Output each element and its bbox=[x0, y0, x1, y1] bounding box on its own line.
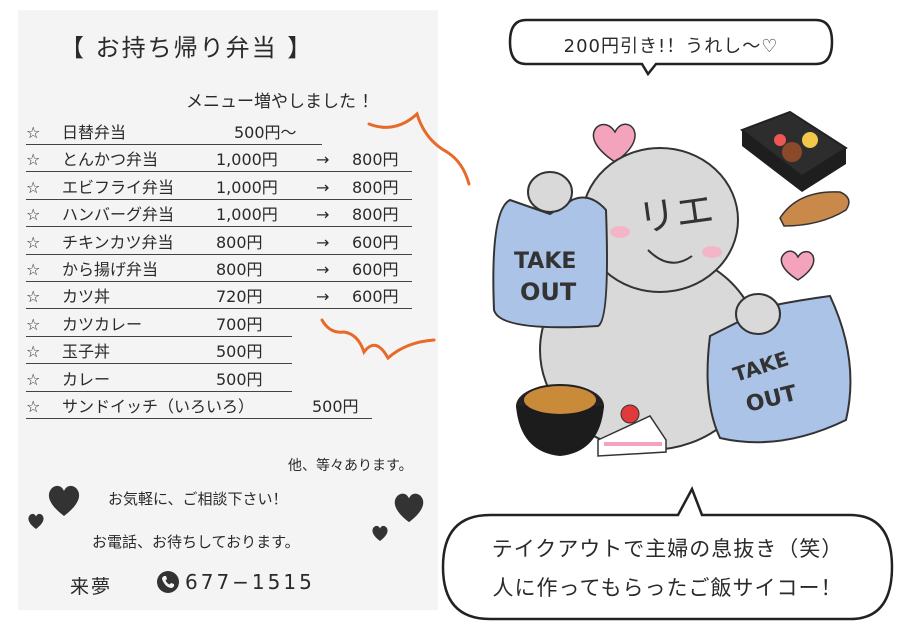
menu-item: ☆ 玉子丼 500円 bbox=[26, 341, 292, 365]
menu-item-star: ☆ bbox=[26, 314, 41, 334]
menu-item-price: 700円 bbox=[216, 314, 263, 334]
menu-item-new-price: 600円 bbox=[352, 232, 399, 252]
menu-item: ☆ 日替弁当 500円～ bbox=[26, 122, 322, 145]
menu-item-name: カツ丼 bbox=[62, 287, 111, 307]
takeout-flyer bbox=[18, 10, 438, 610]
bento-food bbox=[774, 134, 786, 146]
menu-item-new-price: 600円 bbox=[352, 260, 399, 279]
phone-icon bbox=[157, 571, 179, 593]
menu-item-star: ☆ bbox=[26, 397, 41, 416]
menu-item-price: 500円 bbox=[312, 397, 359, 416]
menu-item-arrow: → bbox=[316, 150, 330, 170]
speech-bubble-bottom bbox=[441, 486, 894, 621]
menu-item-price: 1,000円 bbox=[216, 205, 278, 225]
menu-item-star: ☆ bbox=[26, 232, 41, 252]
menu-item-name: から揚げ弁当 bbox=[62, 260, 159, 279]
heart-icon bbox=[592, 123, 636, 163]
menu-item-name: エビフライ弁当 bbox=[62, 177, 175, 197]
menu-item-price: 1,000円 bbox=[216, 150, 278, 170]
menu-item-arrow: → bbox=[316, 232, 330, 252]
orange-swoosh bbox=[367, 111, 471, 186]
menu-item: ☆ カレー 500円 bbox=[26, 369, 292, 392]
menu-item-name: カツカレー bbox=[62, 314, 143, 334]
takeout-bag-left bbox=[492, 196, 608, 329]
menu-item: ☆ とんかつ弁当 1,000円 → 800円 bbox=[26, 149, 412, 173]
flyer-subtitle: メニュー増やしました ！ bbox=[186, 92, 379, 112]
menu-item-star: ☆ bbox=[26, 123, 41, 142]
menu-item-price: 800円 bbox=[216, 232, 263, 252]
menu-item-star: ☆ bbox=[26, 342, 41, 362]
figure-cheek bbox=[702, 246, 722, 258]
menu-item: ☆ カツカレー 700円 bbox=[26, 314, 292, 337]
shop-name: 来夢 bbox=[70, 576, 113, 598]
menu-item-price: 800円 bbox=[216, 260, 263, 279]
strawberry-icon bbox=[620, 404, 640, 424]
heart-icon bbox=[394, 493, 424, 523]
heart-icon bbox=[28, 513, 44, 529]
bento-box-side bbox=[742, 130, 846, 192]
flyer-message-call: お電話、お待ちしております。 bbox=[92, 533, 300, 551]
menu-item-star: ☆ bbox=[26, 260, 41, 279]
menu-item-price: 500円～ bbox=[234, 123, 297, 142]
heart-icon bbox=[372, 525, 388, 541]
speech-bubble-bottom-line2: 人に作ってもらったご飯サイコー！ bbox=[492, 576, 843, 600]
menu-item-arrow: → bbox=[316, 205, 330, 225]
flyer-etc-note: 他、等々あります。 bbox=[288, 458, 413, 474]
bag-left-out-text: OUT bbox=[520, 278, 577, 306]
menu-item-star: ☆ bbox=[26, 150, 41, 170]
menu-item-new-price: 800円 bbox=[352, 205, 399, 225]
menu-item-price: 720円 bbox=[216, 287, 263, 307]
bread-icon bbox=[779, 191, 850, 227]
katsudon-bowl-body bbox=[516, 406, 604, 456]
menu-item: ☆ カツ丼 720円 → 600円 bbox=[26, 286, 412, 310]
menu-item-price: 500円 bbox=[216, 342, 263, 362]
menu-item-star: ☆ bbox=[26, 287, 41, 307]
heart-icon bbox=[780, 250, 815, 281]
bag-left-take-text: TAKE bbox=[514, 249, 576, 274]
speech-bubble-top bbox=[508, 18, 834, 76]
menu-item-star: ☆ bbox=[26, 369, 41, 389]
figure-hand bbox=[527, 171, 573, 213]
menu-item-name: サンドイッチ（いろいろ） bbox=[62, 397, 255, 416]
menu-item-arrow: → bbox=[316, 260, 330, 279]
bento-food bbox=[782, 142, 802, 162]
menu-item-name: ハンバーグ弁当 bbox=[62, 205, 175, 225]
cake-layer bbox=[604, 442, 662, 446]
phone-number: 677−1515 bbox=[185, 570, 315, 594]
menu-item-name: とんかつ弁当 bbox=[62, 150, 159, 170]
bento-food bbox=[802, 132, 818, 148]
menu-item: ☆ ハンバーグ弁当 1,000円 → 800円 bbox=[26, 204, 412, 228]
menu-item: ☆ から揚げ弁当 800円 → 600円 bbox=[26, 259, 412, 282]
heart-icon bbox=[48, 485, 80, 516]
flyer-message-consult: お気軽に、ご相談下さい！ bbox=[108, 490, 288, 508]
menu-item: ☆ サンドイッチ（いろいろ） 500円 bbox=[26, 396, 372, 419]
figure-smile bbox=[647, 249, 693, 264]
menu-item-arrow: → bbox=[316, 287, 330, 307]
orange-swoosh bbox=[320, 318, 436, 361]
menu-item-price: 1,000円 bbox=[216, 177, 278, 197]
speech-bubble-bottom-line1: テイクアウトで主婦の息抜き（笑） bbox=[491, 537, 844, 561]
takeout-bag-right bbox=[706, 294, 852, 444]
menu-item-arrow: → bbox=[316, 177, 330, 197]
takeout-illustration: リエ TAKE OUT TAKE OUT bbox=[492, 110, 852, 457]
menu-item: ☆ エビフライ弁当 1,000円 → 800円 bbox=[26, 177, 412, 200]
menu-item-star: ☆ bbox=[26, 205, 41, 225]
figure-cheek bbox=[610, 226, 630, 238]
menu-item-star: ☆ bbox=[26, 177, 41, 197]
menu-item-name: 日替弁当 bbox=[62, 123, 127, 142]
menu-item-name: チキンカツ弁当 bbox=[62, 232, 174, 252]
menu-item-price: 500円 bbox=[216, 369, 263, 389]
face-name-text: リエ bbox=[635, 187, 716, 241]
katsudon-food bbox=[524, 386, 596, 414]
flyer-title: 【 お持ち帰り弁当 】 bbox=[60, 34, 314, 62]
menu-item-new-price: 800円 bbox=[352, 177, 399, 197]
figure-hand bbox=[735, 293, 781, 335]
menu-item: ☆ チキンカツ弁当 800円 → 600円 bbox=[26, 232, 412, 255]
menu-item-name: カレー bbox=[62, 369, 111, 389]
menu-item-new-price: 800円 bbox=[352, 150, 399, 170]
speech-bubble-top-text: 200円引き!！うれし～♡ bbox=[563, 36, 779, 57]
menu-item-new-price: 600円 bbox=[352, 287, 399, 307]
menu-item-name: 玉子丼 bbox=[62, 342, 111, 362]
